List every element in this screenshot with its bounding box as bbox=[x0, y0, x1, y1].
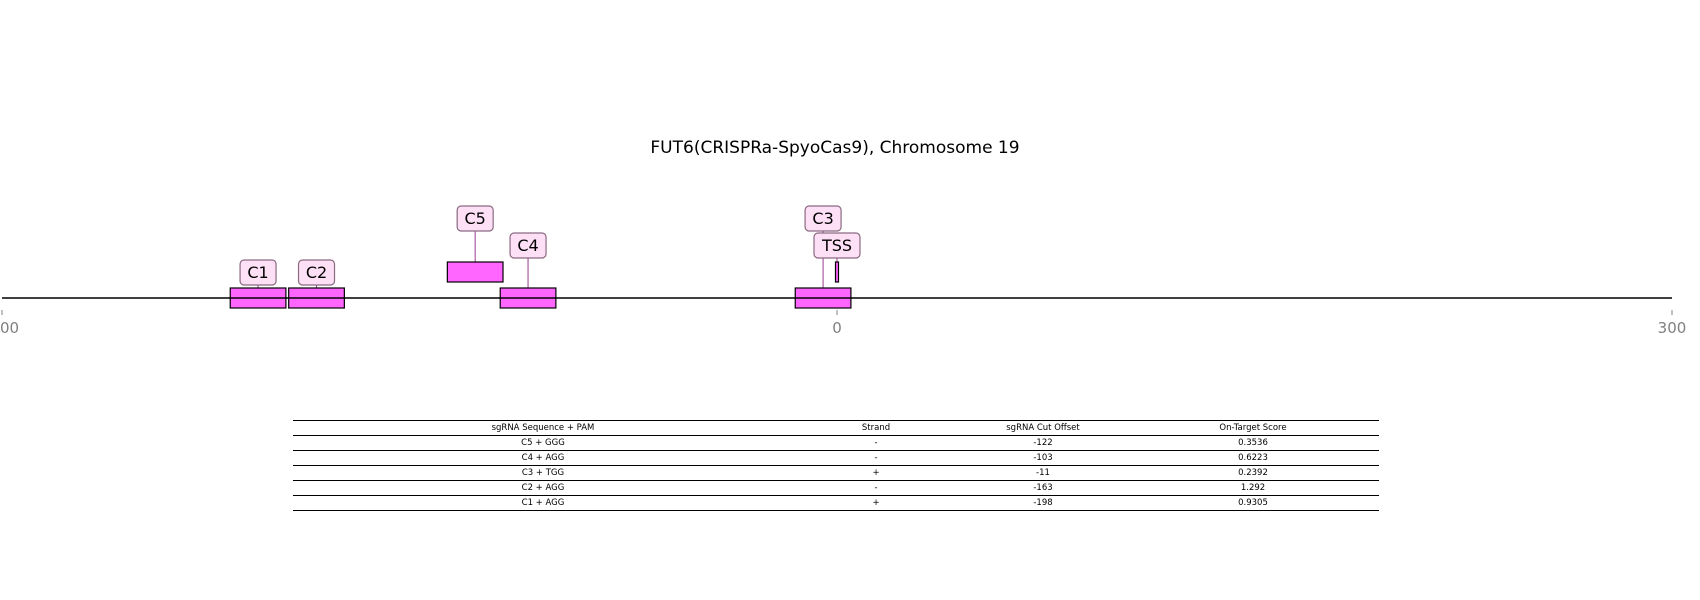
table-row: C1 + AGG + -198 0.9305 bbox=[293, 495, 1379, 511]
label-box-c3 bbox=[804, 205, 842, 232]
table-row: C2 + AGG - -163 1.292 bbox=[293, 480, 1379, 496]
axis-tick-label: -300 bbox=[0, 319, 19, 337]
cell-strand: + bbox=[793, 495, 959, 511]
feature-box-tss bbox=[834, 261, 840, 283]
feature-label-c4: C4 bbox=[517, 236, 538, 255]
cell-strand: + bbox=[793, 465, 959, 481]
table-row: C4 + AGG - -103 0.6223 bbox=[293, 450, 1379, 466]
diagram-title: FUT6(CRISPRa-SpyoCas9), Chromosome 19 bbox=[650, 138, 1020, 158]
cell-strand: - bbox=[793, 480, 959, 496]
cell-cut-offset: -163 bbox=[959, 480, 1127, 496]
label-box-tss bbox=[813, 232, 861, 259]
label-box-c1 bbox=[239, 259, 277, 286]
cell-score: 0.6223 bbox=[1127, 450, 1379, 466]
cell-sequence: C4 + AGG bbox=[293, 450, 793, 466]
cell-sequence: C1 + AGG bbox=[293, 495, 793, 511]
feature-label-c3: C3 bbox=[812, 209, 833, 228]
feature-label-tss: TSS bbox=[821, 236, 852, 255]
column-header-sequence: sgRNA Sequence + PAM bbox=[293, 420, 793, 436]
cell-sequence: C3 + TGG bbox=[293, 465, 793, 481]
cell-sequence: C5 + GGG bbox=[293, 435, 793, 451]
axis-tick-label: 300 bbox=[1658, 319, 1687, 337]
axis-layer: -300 0 300 bbox=[0, 297, 1687, 337]
table-row: C5 + GGG - -122 0.3536 bbox=[293, 435, 1379, 451]
column-header-cut-offset: sgRNA Cut Offset bbox=[959, 420, 1127, 436]
cell-strand: - bbox=[793, 435, 959, 451]
cell-cut-offset: -103 bbox=[959, 450, 1127, 466]
label-box-c4 bbox=[509, 232, 547, 259]
cell-score: 0.3536 bbox=[1127, 435, 1379, 451]
sgrna-table: sgRNA Sequence + PAM Strand sgRNA Cut Of… bbox=[293, 420, 1379, 511]
cell-sequence: C2 + AGG bbox=[293, 480, 793, 496]
feature-label-c5: C5 bbox=[464, 209, 485, 228]
column-header-strand: Strand bbox=[793, 420, 959, 436]
table-header-row: sgRNA Sequence + PAM Strand sgRNA Cut Of… bbox=[293, 420, 1379, 436]
cell-score: 0.2392 bbox=[1127, 465, 1379, 481]
feature-label-c2: C2 bbox=[306, 263, 327, 282]
column-header-score: On-Target Score bbox=[1127, 420, 1379, 436]
cell-cut-offset: -11 bbox=[959, 465, 1127, 481]
cell-strand: - bbox=[793, 450, 959, 466]
axis-tick-label: 0 bbox=[832, 319, 842, 337]
cell-score: 0.9305 bbox=[1127, 495, 1379, 511]
cell-score: 1.292 bbox=[1127, 480, 1379, 496]
cell-cut-offset: -198 bbox=[959, 495, 1127, 511]
label-box-c2 bbox=[297, 259, 336, 286]
label-box-c5 bbox=[456, 205, 494, 232]
cell-cut-offset: -122 bbox=[959, 435, 1127, 451]
table-row: C3 + TGG + -11 0.2392 bbox=[293, 465, 1379, 481]
feature-box-c5 bbox=[446, 261, 504, 283]
feature-label-c1: C1 bbox=[247, 263, 268, 282]
